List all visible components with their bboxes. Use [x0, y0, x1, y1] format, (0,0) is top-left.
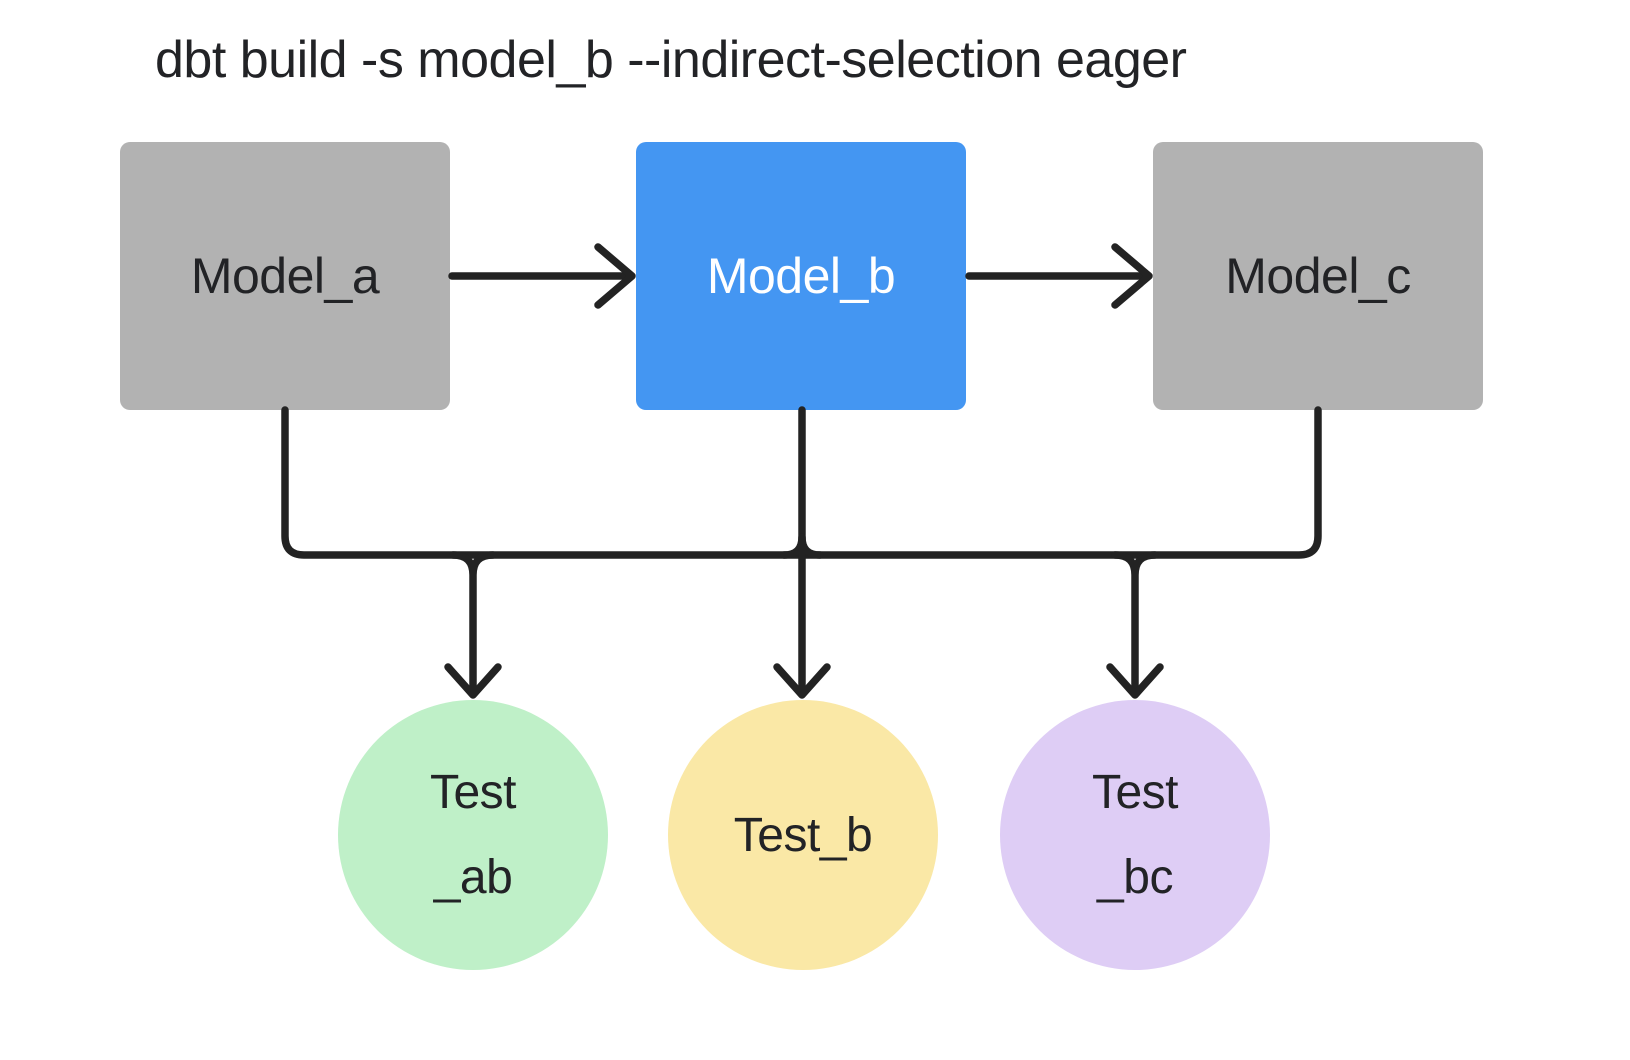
node-model-b-label: Model_b — [706, 248, 896, 304]
node-test-b: Test_b — [668, 700, 938, 970]
node-test-ab-label-line1: Test — [429, 766, 517, 819]
node-model-c-label: Model_c — [1225, 248, 1411, 304]
diagram-title: dbt build -s model_b --indirect-selectio… — [155, 31, 1187, 89]
arrowhead-down-test-b-icon — [773, 663, 831, 699]
edge-bus-fillet-model-b — [780, 533, 824, 559]
edge-bus-to-test-ab — [449, 551, 497, 692]
node-test-ab-label-line2: _ab — [433, 851, 513, 904]
edge-bus-to-test-bc — [1111, 551, 1159, 692]
node-test-bc: Test _bc — [1000, 700, 1270, 970]
arrowhead-down-test-bc-icon — [1106, 663, 1164, 699]
arrowhead-down-test-ab-icon — [444, 663, 502, 699]
node-test-bc-label-line1: Test — [1091, 766, 1179, 819]
node-test-ab: Test _ab — [338, 700, 608, 970]
arrowhead-right-model-c-icon — [1111, 243, 1153, 309]
node-test-bc-label-line2: _bc — [1097, 851, 1173, 904]
node-test-b-label-line1: Test_b — [733, 808, 873, 862]
node-model-b: Model_b — [636, 142, 966, 410]
node-model-c: Model_c — [1153, 142, 1483, 410]
arrowhead-right-model-b-icon — [594, 243, 636, 309]
node-model-a-label: Model_a — [190, 248, 380, 304]
node-model-a: Model_a — [120, 142, 450, 410]
edge-bus — [281, 406, 1322, 559]
